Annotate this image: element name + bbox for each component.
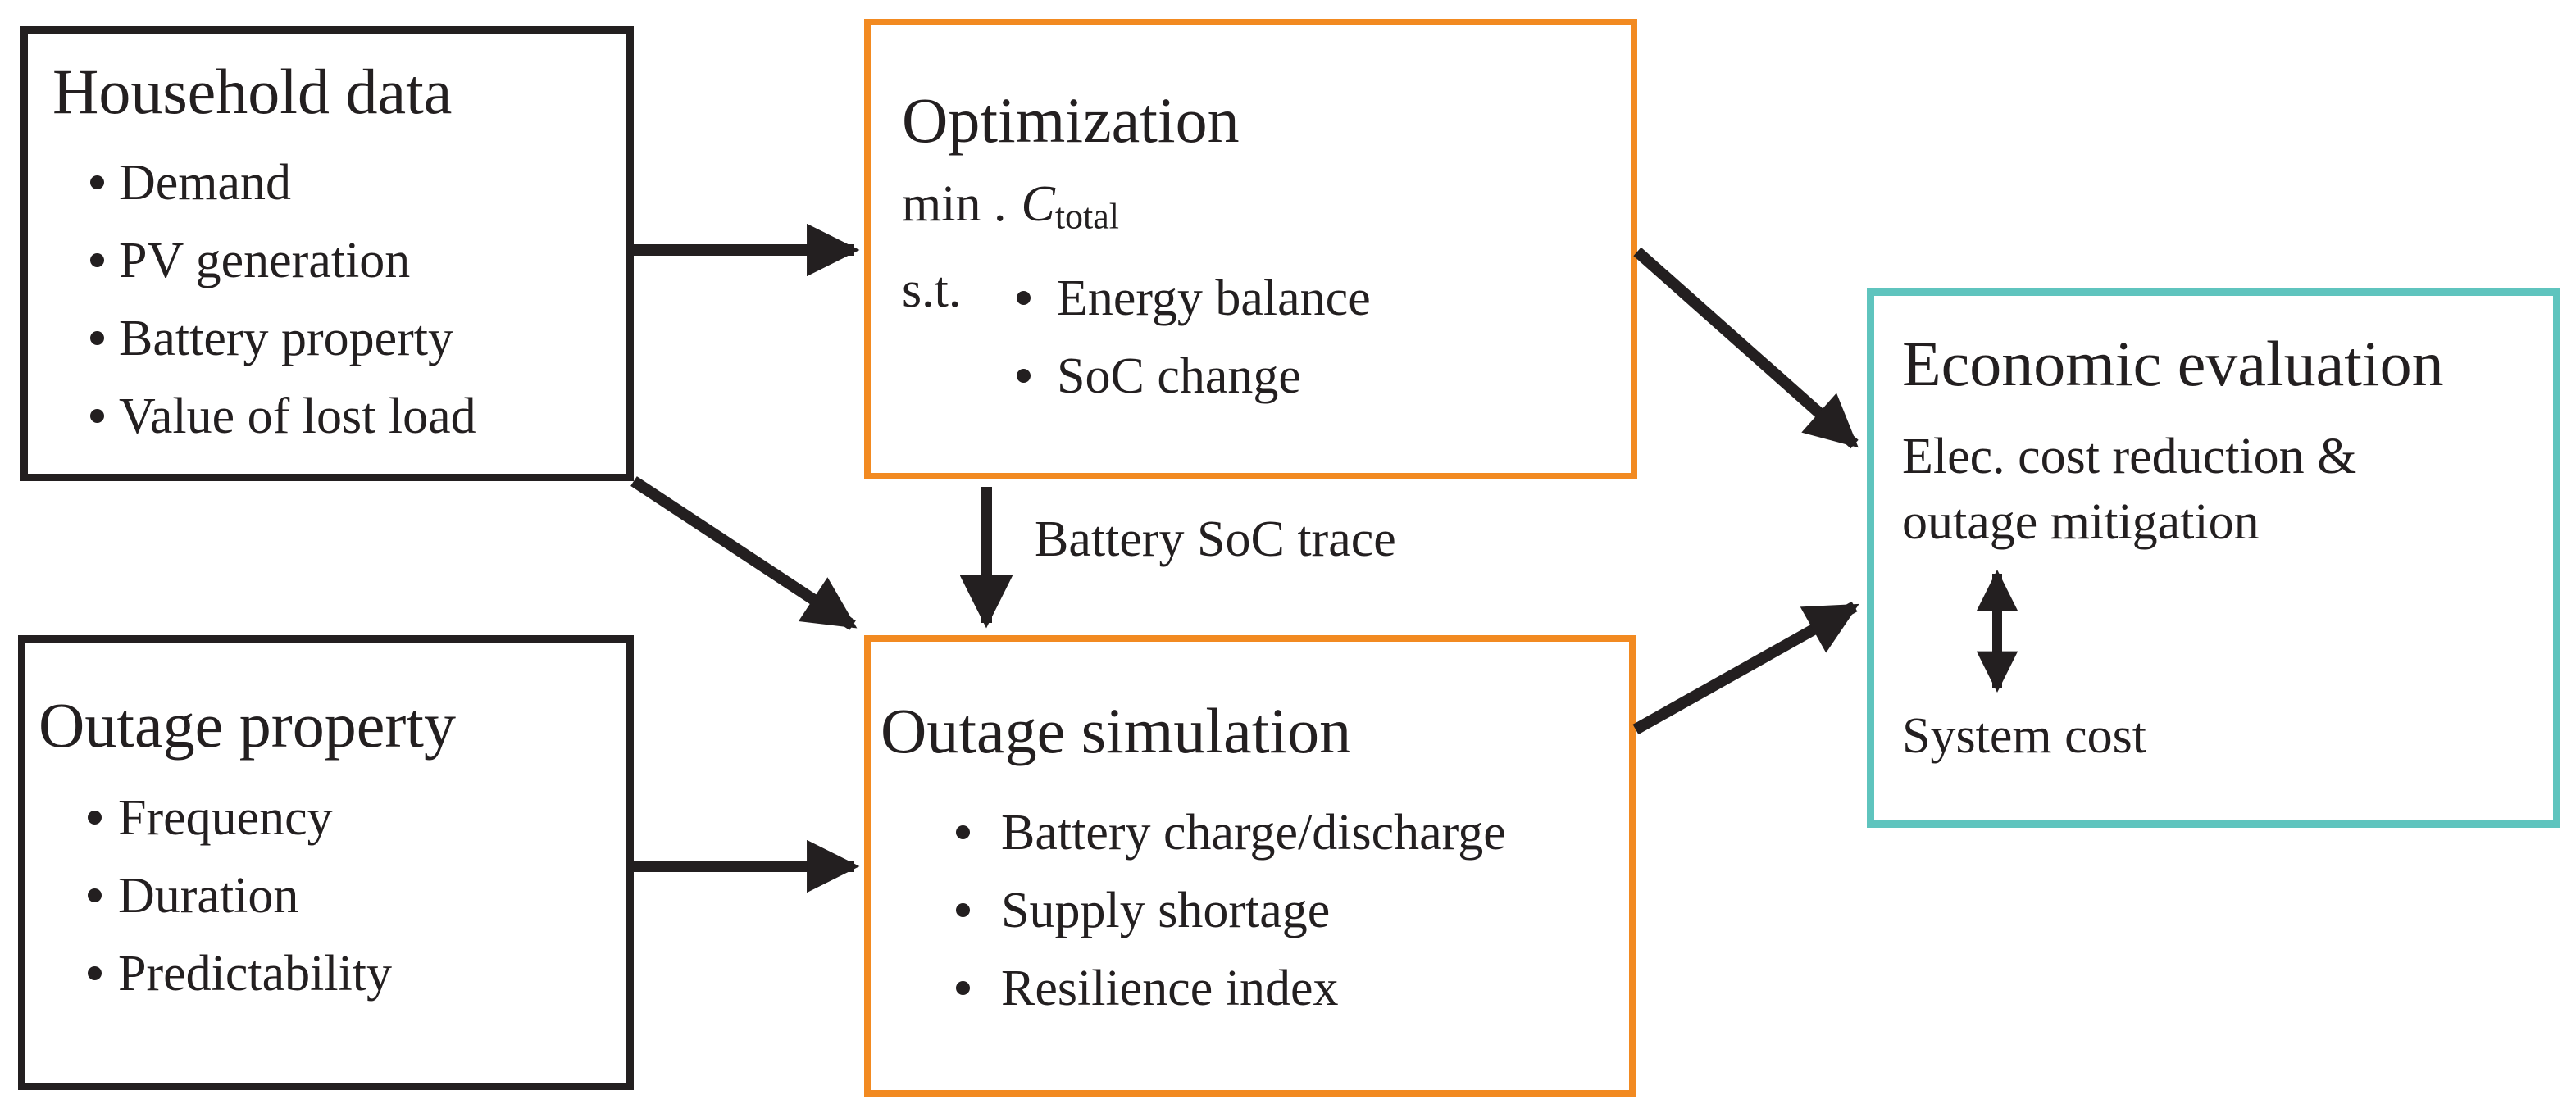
outage-property-box: Outage property Frequency Duration Predi…: [18, 635, 634, 1090]
list-item: PV generation: [28, 221, 626, 299]
list-item: SoC change: [1017, 337, 1631, 415]
arrow-optimization-to-economic-evaluation: [1633, 247, 1859, 449]
list-item: Supply shortage: [871, 871, 1629, 949]
soc-trace-edge-label: Battery SoC trace: [1035, 511, 1396, 567]
outage-simulation-box: Outage simulation Battery charge/dischar…: [864, 635, 1636, 1097]
list-item: Predictability: [25, 934, 626, 1012]
system-cost-label: System cost: [1902, 708, 2146, 764]
bullet-icon: [88, 811, 102, 825]
list-item: Duration: [25, 856, 626, 934]
bullet-icon: [90, 253, 104, 267]
bullet-icon: [90, 175, 104, 189]
household-bullet-list: Demand PV generation Battery property Va…: [28, 143, 626, 455]
list-item: Frequency: [25, 779, 626, 856]
list-item: Battery charge/discharge: [871, 793, 1629, 871]
bullet-icon: [88, 966, 102, 980]
bullet-icon: [956, 981, 970, 995]
bullet-icon: [1017, 291, 1031, 305]
subject-to-label: s.t.: [902, 262, 962, 318]
bullet-label: Duration: [118, 867, 299, 924]
objective-line: min .Ctotal: [902, 176, 1119, 234]
bullet-icon: [1017, 369, 1031, 383]
bullet-icon: [90, 409, 104, 423]
constraint-list: Energy balance SoC change: [1017, 259, 1631, 415]
bullet-label: Demand: [119, 154, 292, 211]
list-item: Demand: [28, 143, 626, 221]
optimization-box: Optimization min .Ctotal s.t. Energy bal…: [864, 19, 1637, 479]
economic-evaluation-box: Economic evaluation Elec. cost reduction…: [1867, 288, 2560, 828]
optimization-title: Optimization: [902, 84, 1240, 156]
outage-simulation-bullet-list: Battery charge/discharge Supply shortage…: [871, 793, 1629, 1027]
objective-variable: C: [1021, 176, 1055, 232]
bullet-label: Value of lost load: [119, 388, 476, 444]
objective-prefix: min .: [902, 176, 1007, 232]
bullet-icon: [956, 825, 970, 839]
result-line-2: outage mitigation: [1902, 494, 2260, 550]
bullet-label: Resilience index: [1001, 960, 1339, 1016]
economic-evaluation-title: Economic evaluation: [1902, 328, 2444, 399]
list-item: Resilience index: [871, 949, 1629, 1027]
bullet-icon: [90, 331, 104, 345]
result-text: Elec. cost reduction & outage mitigation: [1902, 424, 2356, 555]
arrow-outage-simulation-to-economic-evaluation: [1632, 601, 1859, 735]
list-item: Battery property: [28, 299, 626, 377]
objective-subscript: total: [1054, 196, 1120, 237]
result-line-1: Elec. cost reduction &: [1902, 429, 2357, 484]
bullet-label: Battery property: [119, 310, 454, 366]
bullet-label: Frequency: [118, 789, 333, 846]
list-item: Value of lost load: [28, 377, 626, 455]
bullet-icon: [88, 888, 102, 902]
outage-property-bullet-list: Frequency Duration Predictability: [25, 779, 626, 1012]
bullet-label: Predictability: [118, 945, 393, 1002]
bullet-label: Energy balance: [1057, 270, 1371, 326]
bullet-label: Battery charge/discharge: [1001, 804, 1506, 861]
bullet-label: Supply shortage: [1001, 882, 1331, 938]
household-data-box: Household data Demand PV generation Batt…: [20, 26, 634, 481]
bullet-icon: [956, 903, 970, 917]
outage-property-title: Outage property: [39, 689, 456, 761]
arrow-household-to-outage-simulation: [630, 476, 858, 630]
bullet-label: SoC change: [1057, 348, 1301, 404]
list-item: Energy balance: [1017, 259, 1631, 337]
household-data-title: Household data: [52, 56, 453, 127]
outage-simulation-title: Outage simulation: [881, 695, 1352, 766]
bullet-label: PV generation: [119, 232, 411, 288]
